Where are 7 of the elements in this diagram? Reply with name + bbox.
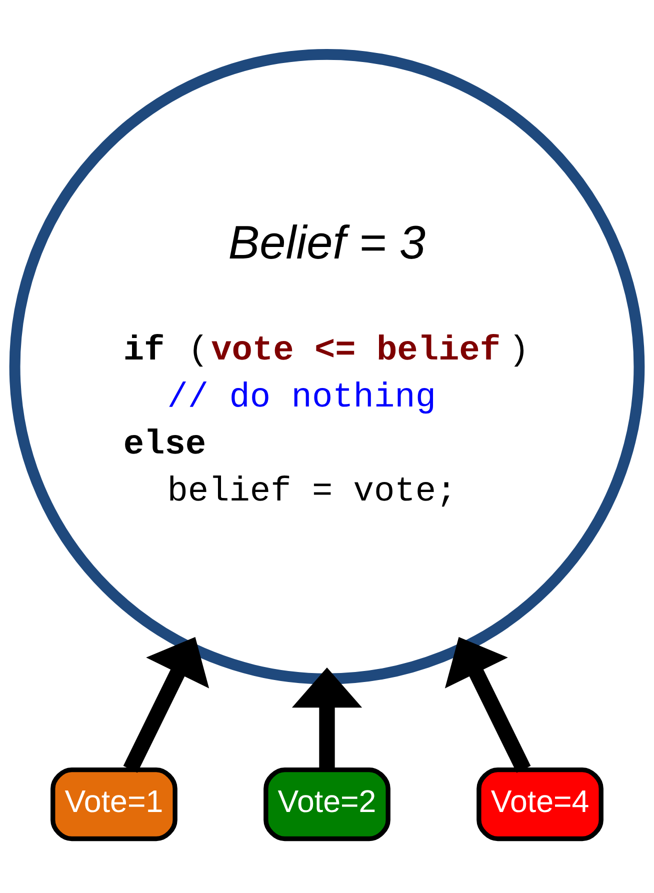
node-box: Vote=1 (50, 767, 178, 842)
node-box: Vote=4 (476, 767, 604, 842)
arrow (292, 668, 362, 770)
node-circle: Belief = 3 if (vote <= belief) // do nothing else belief = vote; (9, 48, 645, 684)
node-box: Vote=2 (264, 767, 390, 842)
arrow (444, 636, 531, 773)
arrow (123, 636, 210, 773)
